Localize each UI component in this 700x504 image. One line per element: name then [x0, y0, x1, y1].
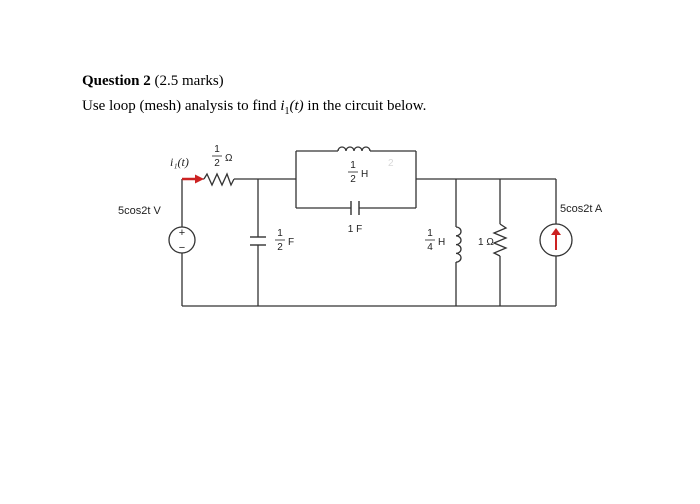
- inductor1-denominator: 2: [350, 174, 356, 185]
- inductor1-unit: H: [361, 169, 368, 180]
- capacitor-one-farad: [350, 201, 360, 215]
- watermark: 2: [388, 158, 394, 169]
- circuit-wires: [181, 150, 557, 307]
- inductor2-unit: H: [438, 237, 445, 248]
- current-symbol: i: [280, 98, 285, 114]
- resistor1-unit: Ω: [225, 153, 233, 164]
- plus-sign-icon: +: [179, 227, 185, 239]
- arrow-right-icon: [195, 174, 204, 184]
- resistor2-label: 1 Ω: [478, 237, 494, 248]
- capacitor-half-farad: [250, 236, 266, 246]
- inductor-quarter-henry: [455, 226, 462, 263]
- current-source: [539, 223, 573, 257]
- question-number: Question 2: [82, 73, 151, 89]
- inductor1-numerator: 1: [350, 160, 356, 171]
- capacitor2-denominator: 2: [277, 242, 283, 253]
- resistor1-denominator: 2: [214, 158, 220, 169]
- resistor-half-ohm: [203, 172, 235, 187]
- current-subscript: 1: [284, 106, 290, 117]
- inductor2-denominator: 4: [427, 242, 433, 253]
- question-text: Use loop (mesh) analysis to find i1(t) i…: [82, 98, 426, 117]
- current-arrow: [182, 174, 204, 184]
- current-label: i₁(t): [170, 155, 189, 169]
- inductor2-numerator: 1: [427, 228, 433, 239]
- capacitor2-numerator: 1: [277, 228, 283, 239]
- question-text-before: Use loop (mesh) analysis to find: [82, 98, 281, 114]
- current-source-label: 5cos2t A: [560, 203, 603, 215]
- inductor-half-henry: [337, 146, 371, 152]
- question-marks: (2.5 marks): [154, 73, 224, 89]
- voltage-source-label: 5cos2t V: [118, 205, 161, 217]
- capacitor2-unit: F: [288, 237, 294, 248]
- resistor1-numerator: 1: [214, 144, 220, 155]
- question-title: Question 2 (2.5 marks): [82, 73, 224, 90]
- arrow-up-icon: [551, 228, 561, 235]
- voltage-source: + −: [168, 226, 196, 254]
- current-argument: (t): [289, 98, 304, 114]
- capacitor-top-label: 1 F: [348, 224, 362, 235]
- minus-sign-icon: −: [179, 242, 185, 254]
- question-text-after: in the circuit below.: [303, 98, 427, 114]
- resistor-one-ohm: [492, 223, 508, 257]
